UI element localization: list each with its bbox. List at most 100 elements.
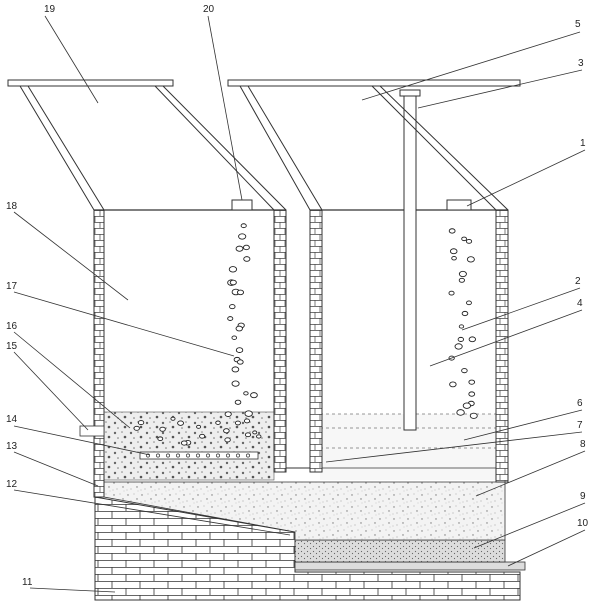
pipe-hole — [246, 453, 250, 458]
bubble — [228, 266, 238, 273]
callout-labels: 19 20 5 3 1 18 2 4 17 16 15 14 6 7 8 13 … — [6, 4, 589, 588]
roof-struts — [19, 85, 509, 211]
bubble — [449, 381, 457, 388]
pipe-hole — [176, 453, 180, 458]
bubble — [159, 426, 166, 432]
label-7: 7 — [577, 420, 583, 431]
bubble — [243, 418, 251, 424]
label-2: 2 — [575, 276, 581, 287]
label-19: 19 — [44, 4, 56, 15]
pipe-hole — [226, 453, 230, 458]
center-channel — [285, 210, 311, 469]
label-17: 17 — [6, 281, 18, 292]
label-13: 13 — [6, 441, 18, 452]
bubble — [137, 420, 145, 426]
label-10: 10 — [577, 518, 589, 529]
bubble — [224, 411, 232, 417]
center-wall-left — [273, 209, 287, 473]
bubble — [451, 256, 457, 261]
bubble — [231, 335, 238, 340]
label-1: 1 — [580, 138, 586, 149]
dense-layer — [294, 539, 506, 563]
bubble — [133, 425, 140, 431]
bubble — [224, 437, 231, 443]
label-16: 16 — [6, 321, 18, 332]
bubble — [170, 416, 176, 421]
pipe-hole — [216, 453, 220, 458]
bubble — [223, 428, 230, 434]
vent-cap-right — [446, 199, 472, 211]
bubble — [157, 436, 164, 442]
bubble — [244, 410, 253, 417]
bubble — [215, 420, 221, 425]
vertical-pipe — [403, 91, 417, 431]
bubble — [454, 343, 463, 350]
bubble — [231, 366, 240, 373]
center-wall-right — [309, 209, 323, 473]
label-9: 9 — [580, 491, 586, 502]
bubble — [229, 279, 237, 286]
bubble — [466, 256, 475, 263]
left-roof-panel — [7, 79, 174, 87]
bubble — [461, 368, 468, 374]
bubble — [199, 433, 206, 439]
bubble — [236, 289, 245, 296]
bubble — [469, 412, 478, 419]
pipe-hole — [166, 453, 170, 458]
bubble — [252, 430, 258, 435]
bubble — [461, 310, 469, 317]
pipe-holes — [146, 453, 250, 458]
bubble — [244, 432, 252, 438]
pipe-hole — [186, 453, 190, 458]
bubble — [456, 409, 465, 416]
pipe-hole — [196, 453, 200, 458]
leader-lines — [13, 15, 586, 593]
label-5: 5 — [575, 19, 581, 30]
bubble — [229, 304, 236, 310]
bubble-column-left — [224, 223, 258, 417]
bubble — [240, 223, 247, 229]
bubble — [462, 402, 471, 409]
pipe-hole — [156, 453, 160, 458]
bubble — [242, 244, 250, 251]
vent-cap-left — [231, 199, 253, 211]
bubble — [458, 270, 467, 278]
bubble — [235, 347, 244, 353]
bubble — [180, 440, 188, 446]
left-outer-wall — [93, 209, 105, 498]
bubble — [458, 324, 465, 329]
pipe-hole — [236, 453, 240, 458]
bubble — [238, 233, 247, 240]
bubble — [236, 359, 244, 365]
label-6: 6 — [577, 398, 583, 409]
bubble — [449, 248, 458, 255]
bubble — [234, 420, 241, 426]
label-3: 3 — [578, 58, 584, 69]
bubble — [234, 399, 242, 405]
bubble — [457, 336, 465, 342]
side-inlet — [79, 425, 105, 437]
bubble — [256, 434, 262, 439]
bubble — [235, 325, 243, 332]
bubble — [461, 236, 467, 242]
label-18: 18 — [6, 201, 18, 212]
label-8: 8 — [580, 439, 586, 450]
right-roof-panel — [227, 79, 521, 87]
pipe-head — [399, 89, 421, 97]
bubble — [465, 238, 473, 244]
bubble — [448, 228, 456, 234]
bubble — [243, 391, 249, 396]
left-sediment-layer — [103, 411, 275, 481]
bubble — [250, 392, 258, 399]
label-12: 12 — [6, 479, 18, 490]
bubble — [468, 379, 476, 385]
label-4: 4 — [577, 298, 583, 309]
pipe-hole — [206, 453, 210, 458]
support-plate — [294, 561, 526, 571]
bubble — [468, 391, 476, 397]
label-15: 15 — [6, 341, 18, 352]
label-20: 20 — [203, 4, 215, 15]
bubble — [235, 245, 244, 252]
bubble — [231, 380, 240, 387]
